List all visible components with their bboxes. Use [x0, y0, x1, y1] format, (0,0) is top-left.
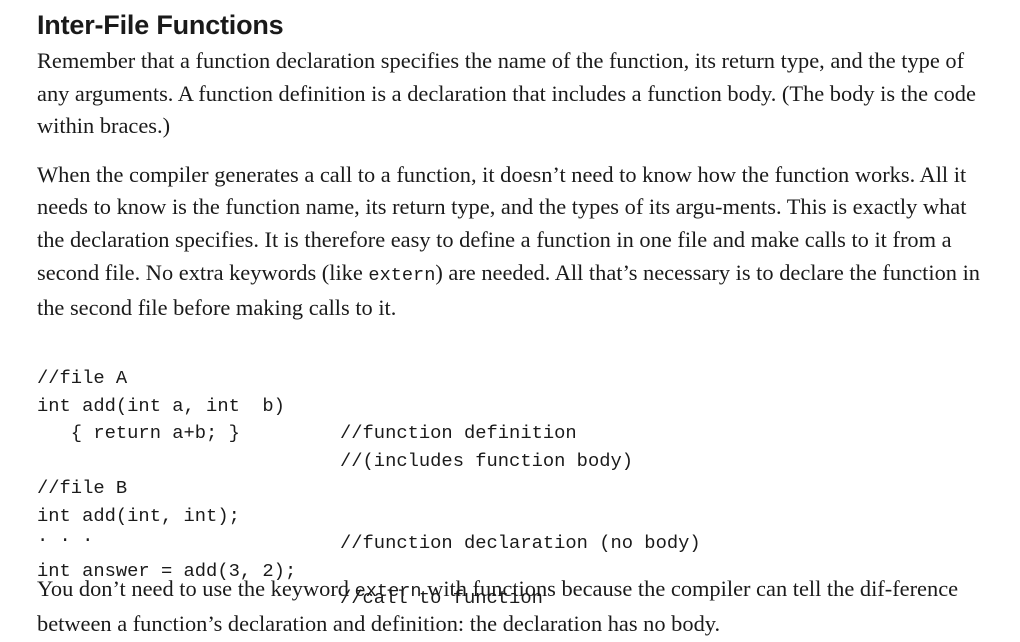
code-line: int add(int, int); //function declaratio… — [37, 475, 997, 555]
code-line: //file A — [37, 338, 997, 389]
code-line: //file B — [37, 448, 997, 499]
keyword-extern: extern — [368, 264, 436, 286]
paragraph-declarations: Remember that a function declaration spe… — [37, 48, 976, 139]
code-function-definition: int add(int a, int b) — [37, 394, 285, 417]
paragraph-extern-text-start: You don’t need to use the keyword — [37, 575, 355, 601]
keyword-extern: extern — [354, 580, 422, 602]
code-line: { return a+b; } //(includes function bod… — [37, 393, 997, 472]
code-function-body: { return a+b; } — [37, 422, 240, 445]
code-comment-declaration: //function declaration (no body) — [340, 532, 701, 555]
code-comment-body: //(includes function body) — [340, 449, 634, 472]
paragraph-calls: When the compiler generates a call to a … — [37, 159, 997, 325]
code-comment-call: //call to function — [340, 587, 543, 610]
code-ellipsis: . . . — [37, 524, 94, 547]
code-function-call: int answer = add(3, 2); — [37, 559, 297, 582]
code-listing: //file A int add(int a, int b) //functio… — [37, 338, 997, 610]
paragraph-extern: You don’t need to use the keyword extern… — [37, 573, 997, 641]
code-line: int answer = add(3, 2); //call to functi… — [37, 530, 997, 610]
code-function-declaration: int add(int, int); — [37, 504, 240, 527]
paragraph-calls-text-start: When the compiler generates a call to a … — [37, 161, 967, 285]
code-comment-file-b: //file B — [37, 477, 128, 500]
code-comment-file-a: //file A — [37, 367, 128, 390]
code-line: . . . — [37, 503, 997, 547]
paragraph-extern-text-end: with functions because the compiler can … — [37, 575, 959, 637]
page-content: Inter-File Functions Remember that a fun… — [37, 8, 997, 641]
code-line: int add(int a, int b) //function definit… — [37, 365, 997, 445]
section-heading: Inter-File Functions — [37, 10, 284, 40]
code-comment-definition: //function definition — [340, 422, 577, 445]
paragraph-calls-text-end: ) are needed. All that’s necessary is to… — [37, 259, 980, 321]
